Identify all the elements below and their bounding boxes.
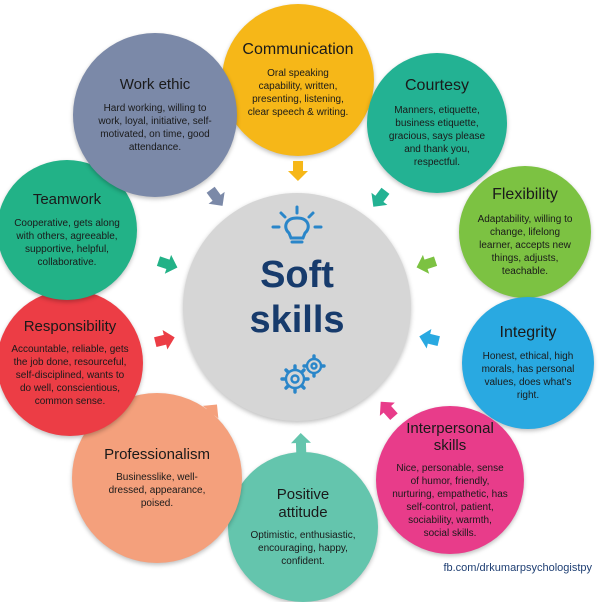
skill-description-line: do well, conscientious,	[19, 383, 121, 395]
skill-description-line: work, loyal, initiative, self-	[98, 115, 212, 127]
skill-description: Businesslike, well-dressed, appearance,p…	[109, 471, 206, 510]
skill-description-line: encouraging, happy,	[258, 542, 348, 554]
arrow-icon	[206, 186, 225, 206]
skill-description-line: supportive, helpful,	[25, 243, 109, 255]
center-title-line2: skills	[249, 298, 345, 341]
skill-description-line: presenting, listening,	[252, 94, 344, 106]
skill-description-line: business etiquette,	[395, 117, 479, 129]
center-circle: Soft skills	[183, 193, 411, 421]
skill-description-line: learner, accepts new	[479, 239, 571, 251]
gears-icon	[280, 354, 326, 394]
skill-description-line: common sense.	[34, 396, 106, 408]
skill-description-line: the job done, resourceful,	[13, 357, 127, 369]
skill-description-line: attendance.	[128, 141, 182, 153]
skill-description: Optimistic, enthusiastic,encouraging, ha…	[250, 529, 355, 568]
skill-title: Interpersonal skills	[406, 419, 494, 454]
skill-description-line: change, lifelong	[489, 226, 561, 238]
skill-description-line: gracious, says please	[388, 130, 486, 142]
skill-description-line: Accountable, reliable, gets	[11, 344, 129, 356]
skill-description-line: Businesslike, well-	[116, 472, 198, 484]
center-title-line1: Soft	[260, 254, 334, 296]
skill-description-line: confident.	[281, 555, 325, 567]
skill-title: Teamwork	[32, 191, 102, 209]
skill-description-line: things, adjusts,	[491, 252, 559, 264]
arrow-icon	[416, 255, 438, 274]
skill-description-line: respectful.	[413, 156, 461, 168]
skill-description-line: Nice, personable, sense	[396, 463, 504, 475]
arrow-icon	[419, 329, 441, 349]
skill-description-line: motivated, on time, good	[100, 128, 210, 140]
source-credit: fb.com/drkumarpsychologistpy	[443, 562, 592, 574]
skill-title: Courtesy	[404, 77, 470, 95]
skill-description-line: right.	[516, 390, 540, 402]
center-title: Soft skills	[183, 253, 411, 343]
skill-description-line: with others, agreeable,	[16, 230, 118, 242]
skill-description-line: teachable.	[501, 265, 549, 277]
skill-description-line: values, does what's	[484, 377, 572, 389]
skill-description-line: Optimistic, enthusiastic,	[250, 529, 356, 541]
skill-description-line: dressed, appearance,	[108, 485, 206, 497]
arrow-icon	[371, 187, 390, 207]
skill-description-line: Honest, ethical, high	[482, 351, 574, 363]
skill-description-line: poised.	[140, 498, 174, 510]
skill-description-line: sociability, warmth,	[408, 515, 492, 527]
skill-title: Work ethic	[119, 76, 191, 94]
lightbulb-icon	[271, 205, 323, 244]
skill-description-line: Oral speaking	[267, 68, 329, 80]
skill-title: Flexibility	[492, 186, 558, 204]
skill-title: Integrity	[499, 323, 557, 341]
skill-description-line: and thank you,	[404, 143, 470, 155]
arrow-icon	[156, 254, 178, 274]
skill-title: Communication	[242, 40, 354, 58]
skill-description-line: of humor, friendly,	[410, 476, 490, 488]
skill-description-line: Manners, etiquette,	[394, 104, 480, 116]
skill-description-line: collaborative.	[37, 256, 97, 268]
arrow-icon	[290, 432, 311, 454]
skill-description-line: morals, has personal	[481, 364, 575, 376]
arrow-icon	[154, 329, 175, 350]
skill-description-line: Hard working, willing to	[103, 102, 207, 114]
skill-description-line: self-disciplined, wants to	[15, 370, 125, 382]
arrow-icon	[287, 160, 308, 181]
skill-title: Professionalism	[104, 445, 210, 463]
skill-description-line: capability, written,	[258, 81, 338, 93]
skill-description: Manners, etiquette,business etiquette,gr…	[389, 104, 485, 169]
skill-title: Responsibility	[23, 317, 117, 335]
skill-description-line: Cooperative, gets along	[14, 217, 120, 229]
skill-description-line: self-control, patient,	[406, 502, 494, 514]
skill-description-line: social skills.	[423, 528, 477, 540]
skill-title: Positive attitude	[276, 486, 330, 521]
skill-description-line: Adaptability, willing to	[477, 213, 573, 225]
arrow-icon	[200, 404, 219, 424]
skill-description-line: clear speech & writing.	[247, 107, 349, 119]
skill-description-line: nurturing, empathetic, has	[392, 489, 508, 501]
arrow-icon	[379, 401, 398, 420]
